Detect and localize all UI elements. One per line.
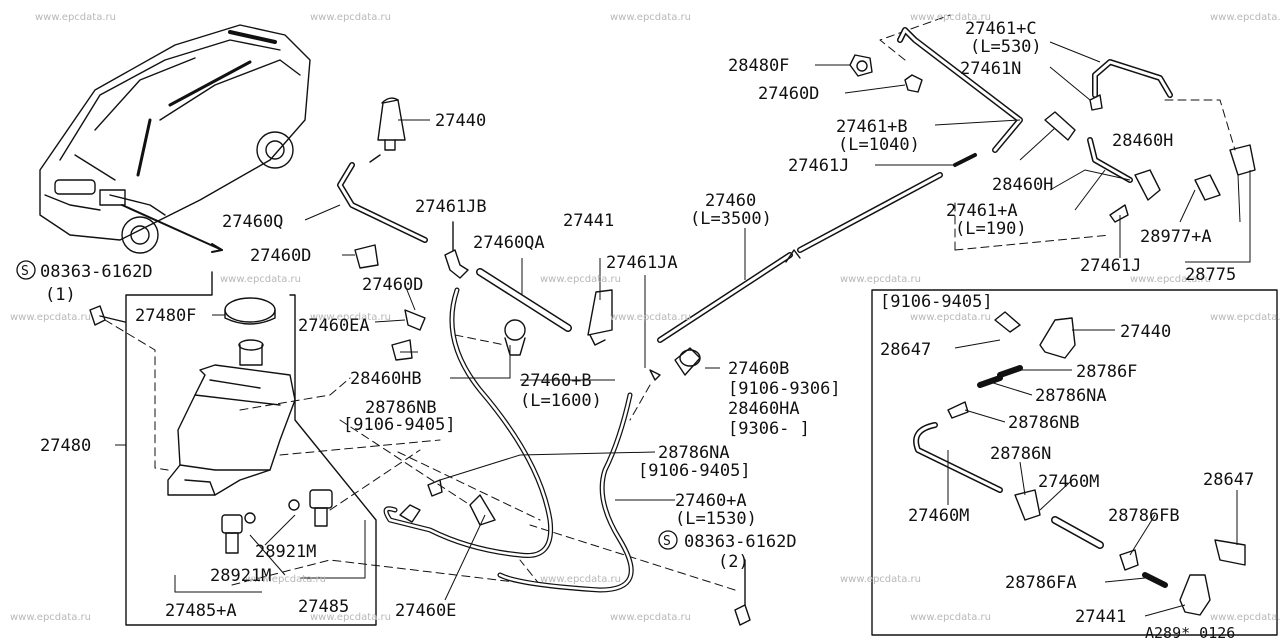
- part-label: 28460H: [992, 175, 1053, 195]
- part-label: 27461N: [960, 59, 1021, 79]
- part-label: 08363-6162D: [40, 262, 153, 282]
- watermark-text: www.epcdata.ru: [840, 574, 921, 585]
- part-label: 27461+B: [836, 117, 908, 137]
- part-label: [9106-9405]: [343, 415, 456, 435]
- part-label: 27461JB: [415, 197, 487, 217]
- part-label: 27480: [40, 436, 91, 456]
- part-label: 27440: [435, 111, 486, 131]
- part-label: 27441: [1075, 607, 1126, 627]
- part-label: (L=1530): [675, 509, 757, 529]
- watermark-text: www.epcdata.ru: [610, 312, 691, 323]
- part-label: 27460: [705, 191, 756, 211]
- watermark-text: www.epcdata.ru: [310, 312, 391, 323]
- part-label: 27460D: [758, 84, 819, 104]
- part-label: 28786NB: [1008, 413, 1080, 433]
- part-label: 28775: [1185, 265, 1236, 285]
- part-label: (2): [718, 552, 749, 572]
- part-label: 27460M: [908, 506, 969, 526]
- washer-pumps: [221, 489, 333, 554]
- part-label: 27460Q: [222, 212, 283, 232]
- part-label: 28786FA: [1005, 573, 1077, 593]
- part-label: 27461+C: [965, 19, 1037, 39]
- part-label: (L=190): [955, 219, 1027, 239]
- part-label: 27460E: [395, 601, 456, 621]
- watermark-text: www.epcdata.ru: [840, 274, 921, 285]
- part-label: 28786F: [1076, 362, 1137, 382]
- watermark-text: www.epcdata.ru: [35, 12, 116, 23]
- part-label: (1): [45, 285, 76, 305]
- watermark-text: www.epcdata.ru: [540, 274, 621, 285]
- part-label: 27461JA: [606, 253, 678, 273]
- watermark-text: www.epcdata.ru: [610, 12, 691, 23]
- part-label: 28921M: [255, 542, 316, 562]
- washer-tank: [167, 297, 296, 496]
- part-label: 27461J: [1080, 256, 1141, 276]
- part-label: 27485+A: [165, 601, 237, 621]
- watermark-text: www.epcdata.ru: [245, 574, 326, 585]
- part-label: 27460D: [362, 275, 423, 295]
- part-label: 27441: [563, 211, 614, 231]
- part-label: 28786NA: [658, 443, 730, 463]
- part-label: 28460H: [1112, 131, 1173, 151]
- part-label: (L=1040): [838, 135, 920, 155]
- part-label: 27460+A: [675, 491, 747, 511]
- part-label: [9306- ]: [728, 419, 810, 439]
- watermark-text: www.epcdata.ru: [220, 274, 301, 285]
- watermark-text: www.epcdata.ru: [540, 574, 621, 585]
- part-label: 27461+A: [946, 201, 1018, 221]
- part-label: 28786NB: [365, 398, 437, 418]
- part-label: [9106-9405]: [638, 461, 751, 481]
- vehicle-illustration: [39, 24, 311, 254]
- part-label: 28460HB: [350, 369, 422, 389]
- hose-27460q: [337, 162, 428, 243]
- part-label: 27480F: [135, 306, 196, 326]
- watermark-text: www.epcdata.ru: [10, 312, 91, 323]
- watermark-text: www.epcdata.ru: [910, 12, 991, 23]
- watermark-text: www.epcdata.ru: [310, 12, 391, 23]
- watermark-text: www.epcdata.ru: [1210, 312, 1280, 323]
- watermark-text: www.epcdata.ru: [10, 612, 91, 623]
- inset-period-label: [9106-9405]: [880, 292, 993, 312]
- part-label: 27460D: [250, 246, 311, 266]
- part-label: (L=530): [970, 37, 1042, 57]
- part-label: 28921M: [210, 566, 271, 586]
- part-label: 28786NA: [1035, 386, 1107, 406]
- watermark-text: www.epcdata.ru: [310, 612, 391, 623]
- part-label: 28647: [880, 340, 931, 360]
- part-label: 28786FB: [1108, 506, 1180, 526]
- part-label: 28786N: [990, 444, 1051, 464]
- watermark-text: www.epcdata.ru: [910, 612, 991, 623]
- watermark-text: www.epcdata.ru: [610, 612, 691, 623]
- part-label: 27461J: [788, 156, 849, 176]
- part-label: (L=3500): [690, 209, 772, 229]
- part-label: 08363-6162D: [684, 532, 797, 552]
- part-label: 28480F: [728, 56, 789, 76]
- bolt-symbol-1: S: [21, 264, 29, 279]
- watermark-text: www.epcdata.ru: [910, 312, 991, 323]
- inset-box: [871, 289, 1278, 636]
- part-label: 28460HA: [728, 399, 800, 419]
- part-label: [9106-9306]: [728, 379, 841, 399]
- footer-code: A289* 0126: [1145, 624, 1235, 640]
- watermark-text: www.epcdata.ru: [1130, 274, 1211, 285]
- nozzle-27440: [369, 97, 406, 163]
- watermark-text: www.epcdata.ru: [1210, 612, 1280, 623]
- part-label: 27485: [298, 597, 349, 617]
- part-label: 27460+B: [520, 371, 592, 391]
- part-label: 28977+A: [1140, 227, 1212, 247]
- part-label: 27460EA: [298, 316, 370, 336]
- reservoir-bracket-box: [125, 271, 377, 626]
- part-label: 27460M: [1038, 472, 1099, 492]
- part-label: (L=1600): [520, 391, 602, 411]
- bolt-symbol-2: S: [663, 534, 671, 549]
- part-label: 28647: [1203, 470, 1254, 490]
- part-label: 27460B: [728, 359, 789, 379]
- part-label: 27460QA: [473, 233, 545, 253]
- part-label: 27440: [1120, 322, 1171, 342]
- watermark-text: www.epcdata.ru: [1210, 12, 1280, 23]
